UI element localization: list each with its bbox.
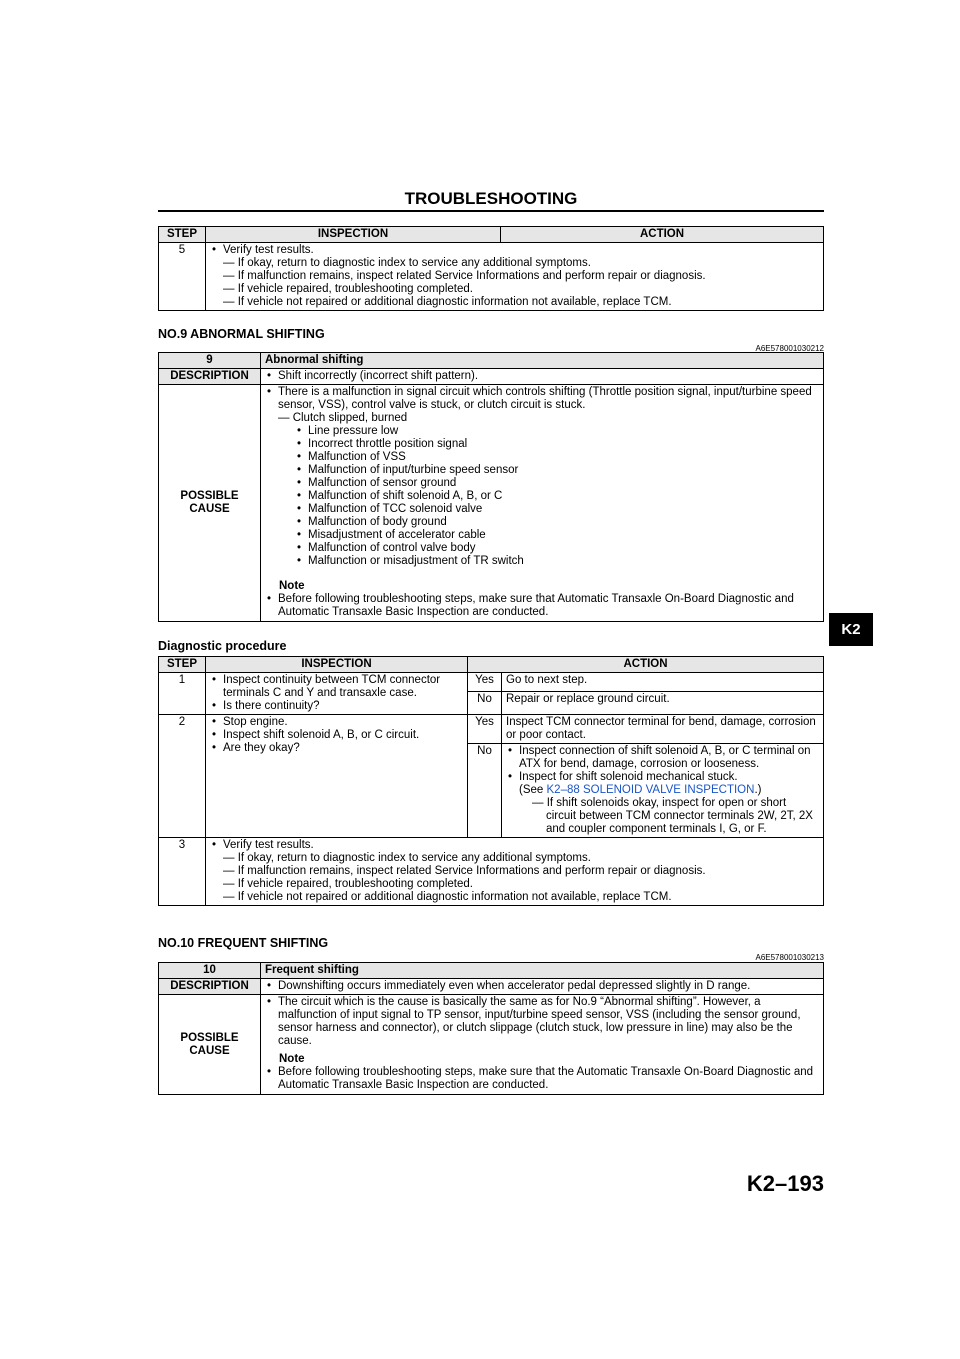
step-content: Verify test results. — If okay, return t…	[205, 837, 824, 906]
solenoid-inspection-link[interactable]: K2–88 SOLENOID VALVE INSPECTION	[546, 784, 755, 796]
bullet-item: Inspect for shift solenoid mechanical st…	[506, 771, 819, 784]
result-line: — If vehicle repaired, troubleshooting c…	[223, 878, 473, 890]
step-number: 5	[158, 242, 206, 311]
result-line: — If vehicle not repaired or additional …	[223, 296, 672, 308]
inspection-cell: Stop engine. Inspect shift solenoid A, B…	[205, 714, 468, 838]
symptom-name: Abnormal shifting	[260, 352, 824, 369]
yes-label: Yes	[467, 714, 502, 744]
no-action: Inspect connection of shift solenoid A, …	[501, 743, 824, 838]
title-rule	[158, 210, 824, 212]
symptom10-table: 10 Frequent shifting DESCRIPTION Downshi…	[158, 962, 824, 1095]
page-title: TROUBLESHOOTING	[404, 189, 578, 208]
step-content: Verify test results. — If okay, return t…	[205, 242, 824, 311]
bullet-item: Downshifting occurs immediately even whe…	[265, 980, 819, 993]
col-inspection: INSPECTION	[205, 226, 501, 243]
col-step: STEP	[158, 226, 206, 243]
section-title: NO.10 FREQUENT SHIFTING	[158, 936, 329, 950]
no-label: No	[467, 743, 502, 838]
yes-action: Inspect TCM connector terminal for bend,…	[501, 714, 824, 744]
cause-item: Malfunction of VSS	[265, 451, 819, 464]
bullet-item: Inspect shift solenoid A, B, or C circui…	[210, 729, 463, 742]
possible-cause-label: POSSIBLE CAUSE	[158, 384, 261, 622]
col-step: STEP	[158, 656, 206, 673]
description-text: Shift incorrectly (incorrect shift patte…	[260, 368, 824, 385]
yes-label: Yes	[467, 672, 502, 692]
cause-item: Malfunction of body ground	[265, 516, 819, 529]
cause-item: Line pressure low	[265, 425, 819, 438]
step5-table: STEP INSPECTION ACTION 5 Verify test res…	[158, 226, 824, 311]
cause-item: Malfunction or misadjustment of TR switc…	[265, 555, 819, 568]
bullet-item: Inspect continuity between TCM connector…	[210, 674, 463, 700]
section-code: A6E578001030212	[755, 344, 824, 353]
result-line: — If malfunction remains, inspect relate…	[223, 270, 706, 282]
diagnostic-procedure-title: Diagnostic procedure	[158, 639, 287, 653]
symptom-number: 9	[158, 352, 261, 369]
page-number: K2–193	[746, 1171, 824, 1196]
see-reference: (See K2–88 SOLENOID VALVE INSPECTION.)	[519, 784, 762, 796]
inspection-cell: Inspect continuity between TCM connector…	[205, 672, 468, 715]
result-line: — If okay, return to diagnostic index to…	[223, 852, 591, 864]
result-line: — If okay, return to diagnostic index to…	[223, 257, 591, 269]
cause-item: Malfunction of TCC solenoid valve	[265, 503, 819, 516]
result-line: — If vehicle repaired, troubleshooting c…	[223, 283, 473, 295]
description-text: Downshifting occurs immediately even whe…	[260, 978, 824, 995]
bullet-item: Inspect connection of shift solenoid A, …	[506, 745, 819, 771]
possible-cause-content: The circuit which is the cause is basica…	[260, 994, 824, 1095]
bullet-item: Verify test results.	[210, 839, 819, 852]
description-label: DESCRIPTION	[158, 368, 261, 385]
step-number: 3	[158, 837, 206, 906]
diagnostic-table: STEP INSPECTION ACTION 1 Inspect continu…	[158, 656, 824, 906]
bullet-item: Are they okay?	[210, 742, 463, 755]
yes-action: Go to next step.	[501, 672, 824, 692]
cause-item: Malfunction of shift solenoid A, B, or C	[265, 490, 819, 503]
section-title: NO.9 ABNORMAL SHIFTING	[158, 327, 325, 341]
possible-cause-label: POSSIBLE CAUSE	[158, 994, 261, 1095]
cause-item: Malfunction of control valve body	[265, 542, 819, 555]
col-inspection: INSPECTION	[205, 656, 468, 673]
result-line: — If shift solenoids okay, inspect for o…	[532, 797, 813, 835]
cause-sub: — Clutch slipped, burned	[278, 412, 408, 424]
step-number: 2	[158, 714, 206, 838]
bullet-item: Is there continuity?	[210, 700, 463, 713]
cause-item: Misadjustment of accelerator cable	[265, 529, 819, 542]
bullet-item: The circuit which is the cause is basica…	[265, 996, 819, 1048]
note-label: Note	[279, 580, 305, 592]
no-action: Repair or replace ground circuit.	[501, 691, 824, 715]
note-label: Note	[279, 1053, 305, 1065]
note-text: Before following troubleshooting steps, …	[265, 1066, 819, 1092]
bullet-item: Verify test results.	[210, 244, 819, 257]
col-action: ACTION	[467, 656, 824, 673]
cause-item: Malfunction of input/turbine speed senso…	[265, 464, 819, 477]
no-label: No	[467, 691, 502, 715]
section-tab-k2: K2	[829, 613, 873, 646]
description-label: DESCRIPTION	[158, 978, 261, 995]
symptom-name: Frequent shifting	[260, 962, 824, 979]
cause-item: Incorrect throttle position signal	[265, 438, 819, 451]
step-number: 1	[158, 672, 206, 715]
symptom9-table: 9 Abnormal shifting DESCRIPTION Shift in…	[158, 352, 824, 622]
col-action: ACTION	[500, 226, 824, 243]
result-line: — If malfunction remains, inspect relate…	[223, 865, 706, 877]
note-text: Before following troubleshooting steps, …	[265, 593, 819, 619]
cause-item: Malfunction of sensor ground	[265, 477, 819, 490]
bullet-item: Stop engine.	[210, 716, 463, 729]
symptom-number: 10	[158, 962, 261, 979]
section-code: A6E578001030213	[755, 953, 824, 962]
possible-cause-content: There is a malfunction in signal circuit…	[260, 384, 824, 622]
bullet-item: There is a malfunction in signal circuit…	[265, 386, 819, 412]
result-line: — If vehicle not repaired or additional …	[223, 891, 672, 903]
bullet-item: Shift incorrectly (incorrect shift patte…	[265, 370, 819, 383]
